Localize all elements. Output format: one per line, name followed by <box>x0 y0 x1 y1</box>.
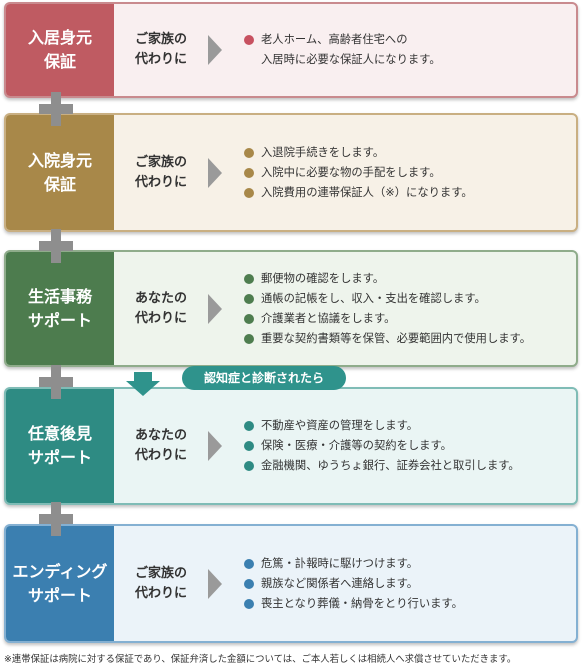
service-item: 郵便物の確認をします。 <box>244 269 576 289</box>
bullet-dot-icon <box>244 461 254 471</box>
service-item: 不動産や資産の管理をします。 <box>244 416 576 436</box>
service-card: 生活事務 サポートあなたの 代わりに 郵便物の確認をします。通帳の記帳をし、収入・… <box>4 250 578 367</box>
service-item: 入院費用の連帯保証人（※）になります。 <box>244 183 576 203</box>
plus-icon <box>39 229 73 263</box>
chevron-right-icon <box>204 389 226 503</box>
service-item: 入院中に必要な物の手配をします。 <box>244 163 576 183</box>
bullet-dot-icon <box>244 273 254 284</box>
service-label: 入居身元 保証 <box>6 4 114 96</box>
service-item: 通帳の記帳をし、収入・支出を確認します。 <box>244 289 576 309</box>
footnote: ※連帯保証は病院に対する保証であり、保証弁済した金額については、ご本人若しくは相… <box>4 654 517 665</box>
plus-icon <box>39 502 73 536</box>
service-item: 保険・医療・介護等の契約をします。 <box>244 436 576 456</box>
service-card: エンディング サポートご家族の 代わりに 危篤・訃報時に駆けつけます。親族など関係… <box>4 524 578 643</box>
service-item-text: 不動産や資産の管理をします。 <box>261 419 419 432</box>
service-items: 危篤・訃報時に駆けつけます。親族など関係者へ連絡します。喪主となり葬儀・納骨をと… <box>226 526 576 641</box>
role-text: ご家族の 代わりに <box>134 32 187 67</box>
chevron-right-icon <box>204 526 226 641</box>
service-label: 入院身元 保証 <box>6 115 114 230</box>
bullet-dot-icon <box>244 598 254 609</box>
service-item: 介護業者と協議をします。 <box>244 309 576 329</box>
service-items: 老人ホーム、高齢者住宅への 入居時に必要な保証人になります。 <box>226 4 576 96</box>
service-item: 親族など関係者へ連絡します。 <box>244 574 576 594</box>
service-item-text: 入退院手続きをします。 <box>261 145 385 159</box>
bullet-dot-icon <box>244 313 254 324</box>
service-item: 喪主となり葬儀・納骨をとり行います。 <box>244 594 576 614</box>
service-label: エンディング サポート <box>6 526 114 641</box>
role-text: あなたの 代わりに <box>134 428 187 463</box>
bullet-dot-icon <box>244 147 254 158</box>
service-item-text: 保険・医療・介護等の契約をします。 <box>261 439 452 452</box>
service-item: 入退院手続きをします。 <box>244 143 576 163</box>
dementia-badge: 認知症と診断されたら <box>182 366 346 390</box>
service-item-text: 重要な契約書類等を保管、必要範囲内で使用します。 <box>261 331 531 345</box>
chevron-right-icon <box>204 252 226 365</box>
bullet-dot-icon <box>244 187 254 198</box>
plus-icon <box>39 365 73 399</box>
service-item-text: 喪主となり葬儀・納骨をとり行います。 <box>261 596 463 610</box>
service-item-text: 老人ホーム、高齢者住宅への 入居時に必要な保証人になります。 <box>261 33 441 66</box>
service-item: 危篤・訃報時に駆けつけます。 <box>244 554 576 574</box>
bullet-dot-icon <box>244 333 254 344</box>
service-label: 生活事務 サポート <box>6 252 114 365</box>
bullet-dot-icon <box>244 167 254 178</box>
service-item-text: 入院中に必要な物の手配をします。 <box>261 165 441 179</box>
bullet-dot-icon <box>244 558 254 569</box>
plus-icon <box>39 92 73 126</box>
service-item-text: 介護業者と協議をします。 <box>261 311 396 325</box>
service-card: 任意後見 サポートあなたの 代わりに 不動産や資産の管理をします。保険・医療・介護… <box>4 387 578 505</box>
bullet-dot-icon <box>244 441 254 451</box>
service-items: 郵便物の確認をします。通帳の記帳をし、収入・支出を確認します。介護業者と協議をし… <box>226 252 576 365</box>
service-item: 老人ホーム、高齢者住宅への 入居時に必要な保証人になります。 <box>244 30 576 70</box>
service-item-text: 金融機関、ゆうちょ銀行、証券会社と取引します。 <box>261 459 520 472</box>
arrow-down-icon <box>126 372 160 396</box>
service-label: 任意後見 サポート <box>6 389 114 503</box>
service-item-text: 危篤・訃報時に駆けつけます。 <box>261 556 419 570</box>
service-card: 入居身元 保証ご家族の 代わりに 老人ホーム、高齢者住宅への 入居時に必要な保証人… <box>4 2 578 98</box>
service-items: 入退院手続きをします。入院中に必要な物の手配をします。入院費用の連帯保証人（※）… <box>226 115 576 230</box>
chevron-right-icon <box>204 115 226 230</box>
bullet-dot-icon <box>244 35 254 45</box>
role-text: ご家族の 代わりに <box>134 565 187 601</box>
role-text: ご家族の 代わりに <box>134 154 187 190</box>
role-text: あなたの 代わりに <box>134 290 187 326</box>
bullet-dot-icon <box>244 578 254 589</box>
bullet-dot-icon <box>244 421 254 431</box>
service-item-text: 親族など関係者へ連絡します。 <box>261 576 419 590</box>
service-card: 入院身元 保証ご家族の 代わりに 入退院手続きをします。入院中に必要な物の手配をし… <box>4 113 578 232</box>
bullet-dot-icon <box>244 293 254 304</box>
service-item: 重要な契約書類等を保管、必要範囲内で使用します。 <box>244 329 576 349</box>
service-item-text: 通帳の記帳をし、収入・支出を確認します。 <box>261 291 486 305</box>
service-item-text: 入院費用の連帯保証人（※）になります。 <box>261 185 473 199</box>
service-item-text: 郵便物の確認をします。 <box>261 271 385 285</box>
service-item: 金融機関、ゆうちょ銀行、証券会社と取引します。 <box>244 456 576 476</box>
service-items: 不動産や資産の管理をします。保険・医療・介護等の契約をします。金融機関、ゆうちょ… <box>226 389 576 503</box>
chevron-right-icon <box>204 4 226 96</box>
